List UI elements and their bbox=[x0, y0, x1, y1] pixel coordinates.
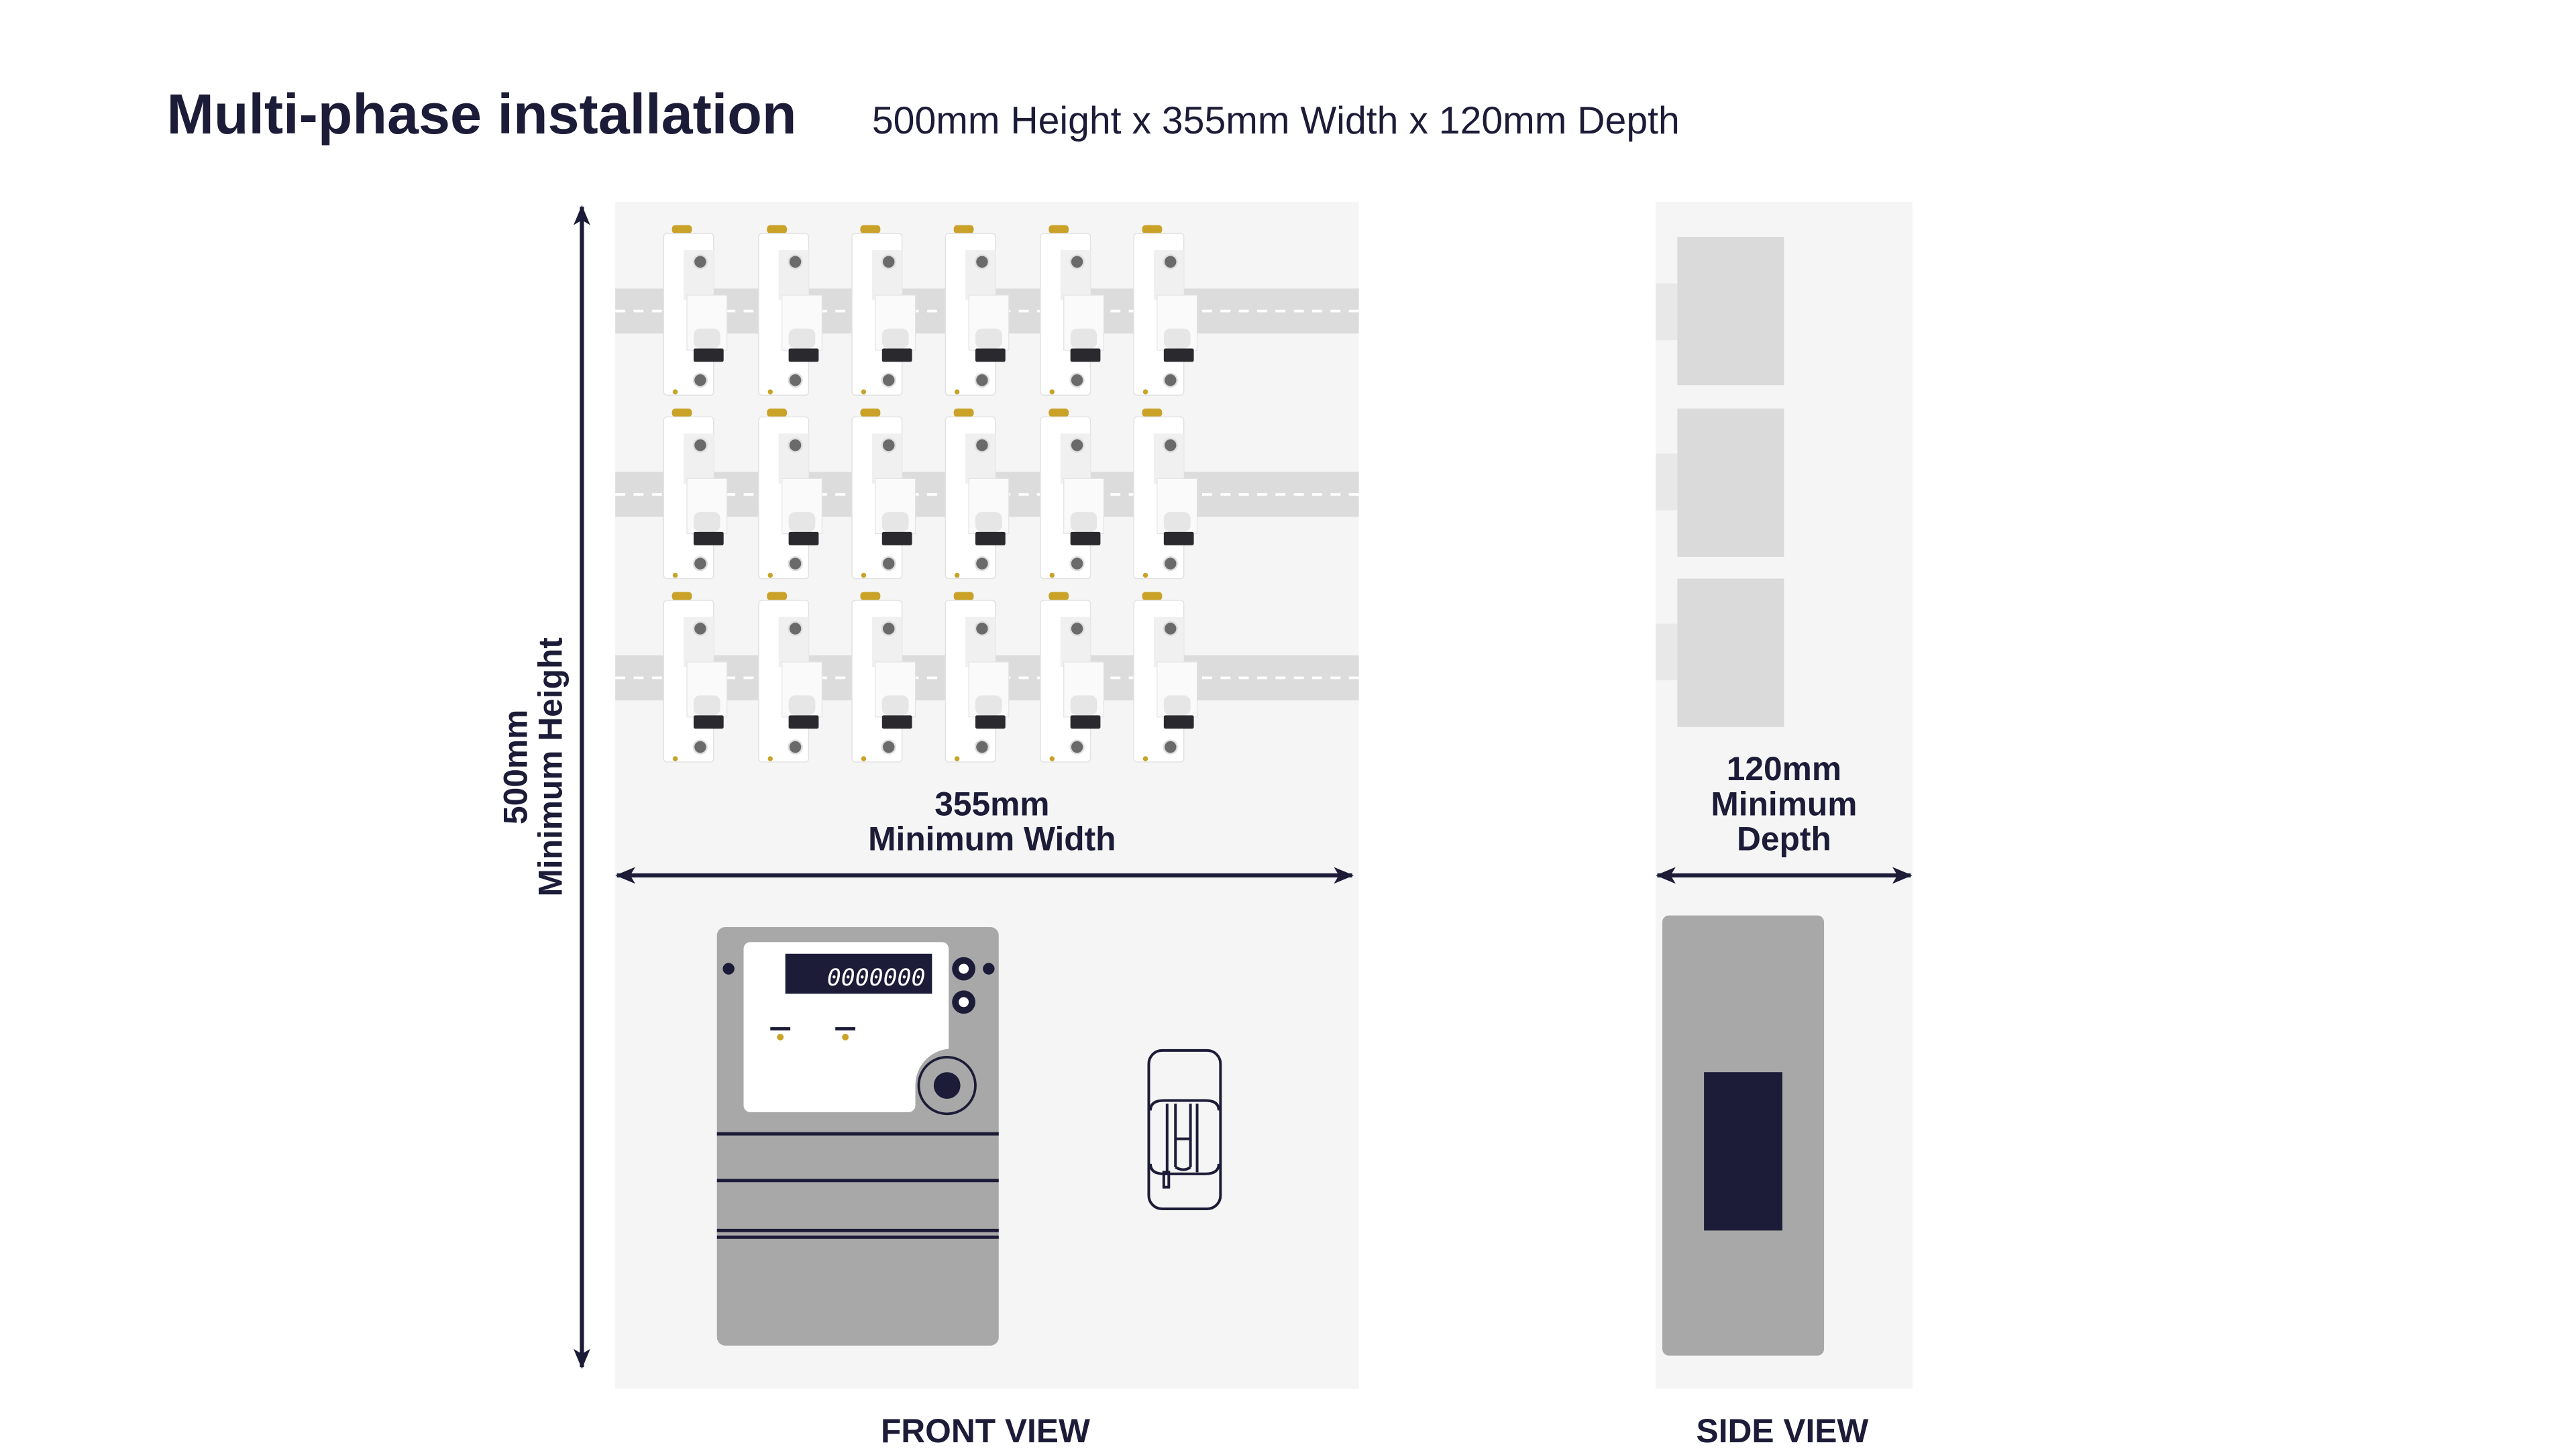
circuit-breaker bbox=[1040, 409, 1104, 580]
circuit-breaker bbox=[945, 409, 1010, 580]
circuit-breaker bbox=[1133, 409, 1198, 580]
isolator-switch bbox=[1147, 1049, 1222, 1211]
page-subtitle: 500mm Height x 355mm Width x 120mm Depth bbox=[872, 99, 1680, 142]
meter-reading: 0000000 bbox=[827, 965, 926, 991]
breaker-toggle bbox=[881, 531, 912, 545]
circuit-breaker bbox=[758, 592, 822, 763]
breaker-toggle bbox=[1163, 348, 1194, 362]
electricity-meter: 0000000 bbox=[716, 926, 999, 1346]
width-value-label: 355mm bbox=[934, 785, 1049, 822]
breaker-toggle bbox=[693, 715, 724, 729]
circuit-breaker bbox=[1040, 592, 1104, 763]
circuit-breaker bbox=[945, 225, 1010, 396]
circuit-breaker bbox=[758, 225, 822, 396]
circuit-breaker bbox=[663, 592, 728, 763]
breaker-toggle bbox=[788, 715, 819, 729]
circuit-breaker bbox=[1133, 592, 1198, 763]
page-title: Multi-phase installation bbox=[167, 83, 797, 146]
circuit-breaker bbox=[851, 225, 916, 396]
breaker-toggle bbox=[1163, 531, 1194, 545]
breaker-toggle bbox=[1070, 715, 1101, 729]
side-breaker-blocks bbox=[1656, 237, 1784, 727]
breaker-grid bbox=[663, 225, 1198, 763]
breaker-toggle bbox=[788, 531, 819, 545]
depth-text-line2: Minimum bbox=[1711, 785, 1857, 822]
breaker-toggle bbox=[693, 531, 724, 545]
circuit-breaker bbox=[851, 409, 916, 580]
side-meter bbox=[1662, 915, 1825, 1356]
breaker-toggle bbox=[975, 715, 1006, 729]
circuit-breaker bbox=[758, 409, 822, 580]
meter-display bbox=[785, 953, 932, 994]
circuit-breaker bbox=[1133, 225, 1198, 396]
circuit-breaker bbox=[945, 592, 1010, 763]
circuit-breaker bbox=[663, 225, 728, 396]
breaker-toggle bbox=[1070, 348, 1101, 362]
breaker-toggle bbox=[881, 348, 912, 362]
front-view-label: FRONT VIEW bbox=[881, 1412, 1090, 1449]
breaker-toggle bbox=[693, 348, 724, 362]
breaker-toggle bbox=[975, 531, 1006, 545]
width-text-label: Minimum Width bbox=[868, 820, 1116, 858]
depth-value-label: 120mm bbox=[1727, 750, 1841, 788]
height-value-label: 500mm bbox=[496, 710, 534, 824]
circuit-breaker bbox=[1040, 225, 1104, 396]
breaker-toggle bbox=[975, 348, 1006, 362]
breaker-toggle bbox=[1070, 531, 1101, 545]
breaker-toggle bbox=[1163, 715, 1194, 729]
breaker-toggle bbox=[788, 348, 819, 362]
circuit-breaker bbox=[663, 409, 728, 580]
height-text-label: Minimum Height bbox=[532, 637, 570, 896]
side-view-label: SIDE VIEW bbox=[1697, 1412, 1869, 1449]
depth-text-line3: Depth bbox=[1737, 820, 1831, 858]
circuit-breaker bbox=[851, 592, 916, 763]
breaker-toggle bbox=[881, 715, 912, 729]
